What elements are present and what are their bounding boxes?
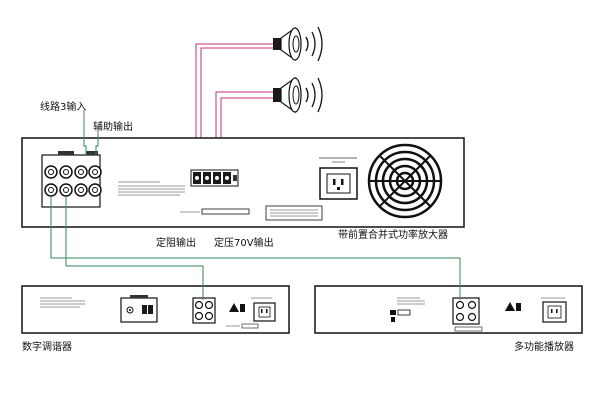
sound-waves-icon — [305, 26, 323, 62]
fixed-impedance-output-label: 定阻输出 — [156, 236, 196, 249]
warning-label — [265, 205, 323, 221]
player-output-jacks — [452, 297, 480, 325]
signal-wire — [65, 196, 204, 300]
usb-port-icon — [390, 309, 411, 322]
player-serial-plate — [454, 326, 483, 332]
line-input-jacks — [41, 151, 102, 208]
tuner-label-text — [40, 297, 85, 308]
speaker-wire — [195, 43, 273, 170]
multifunction-player-panel — [314, 285, 583, 334]
cooling-fan-icon — [367, 143, 443, 219]
speaker-terminal-strip — [190, 169, 239, 187]
speaker-wire — [200, 47, 273, 170]
power-socket-icon — [541, 297, 567, 323]
player-label-text — [397, 297, 425, 305]
tuner-serial-plate — [226, 323, 259, 329]
sound-waves-icon — [305, 77, 323, 113]
player-warning-label — [505, 302, 521, 311]
amplifier-label: 带前置合并式功率放大器 — [338, 228, 448, 241]
digital-tuner-panel — [21, 285, 290, 334]
constant-voltage-output-label: 定压70V输出 — [214, 236, 274, 249]
antenna-terminal — [120, 295, 158, 323]
power-socket-icon — [319, 167, 358, 200]
aux-output-label: 辅助输出 — [93, 120, 133, 133]
signal-wire — [50, 196, 461, 300]
speaker-2 — [273, 76, 323, 114]
loudspeaker-icon — [273, 26, 302, 62]
signal-wire — [83, 120, 87, 155]
loudspeaker-icon — [273, 76, 302, 114]
signal-wires — [50, 120, 461, 300]
line3-input-label: 线路3输入 — [40, 100, 86, 113]
tuner-warning-label — [229, 303, 245, 312]
serial-plate — [180, 208, 250, 215]
rear-warning-text — [118, 181, 185, 196]
power-socket-icon — [251, 297, 276, 322]
tuner-output-jacks — [192, 297, 216, 324]
ac-power-section — [319, 157, 358, 200]
signal-wire — [95, 134, 99, 155]
amplifier-rear-panel — [21, 137, 465, 228]
label-leader-lines — [83, 110, 99, 134]
digital-tuner-label: 数字调谐器 — [22, 340, 72, 353]
multi-player-label: 多功能播放器 — [514, 340, 574, 353]
speaker-1 — [273, 26, 323, 62]
